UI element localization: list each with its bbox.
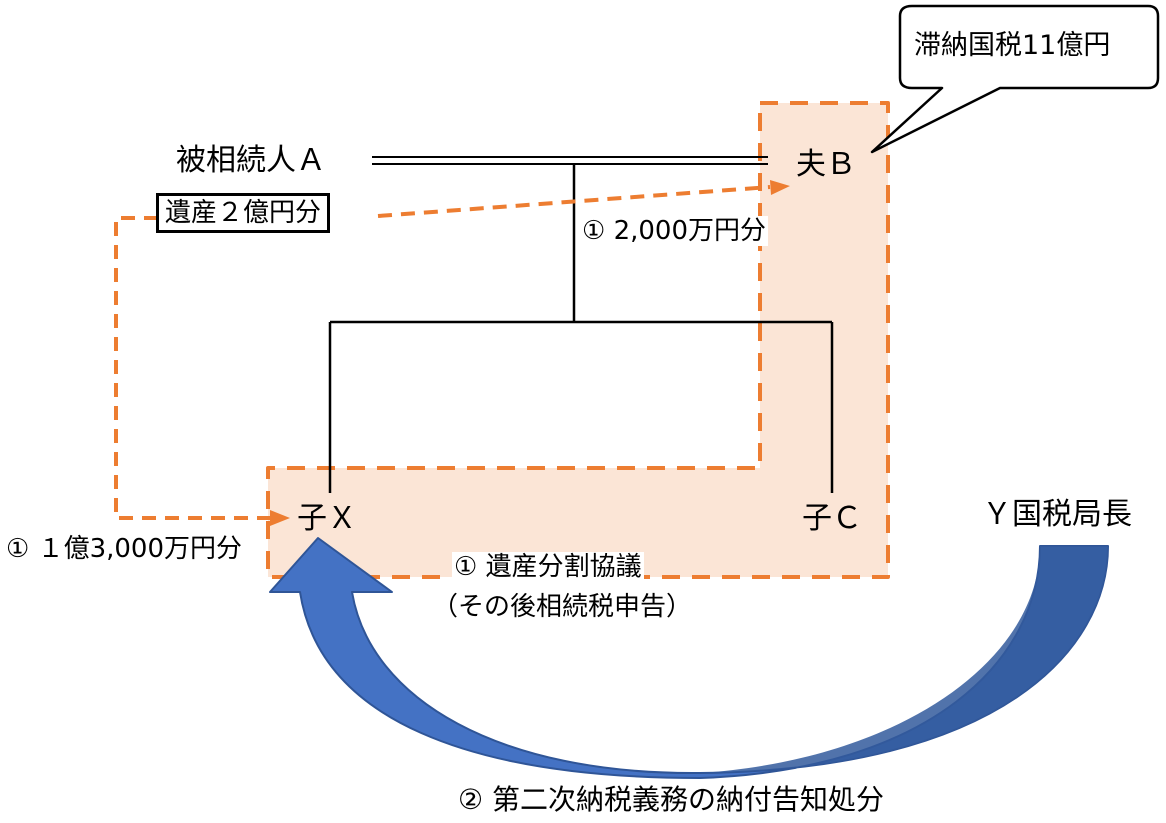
share-x-label: ① １億3,000万円分 [4, 534, 245, 564]
highlight-region [266, 101, 890, 579]
estate-division-label: ① 遺産分割協議 [452, 552, 644, 582]
estate-amount-box: 遺産２億円分 [156, 193, 331, 233]
secondary-tax-liability-notice-label: ② 第二次納税義務の納付告知処分 [458, 783, 885, 816]
child-c-label: 子Ｃ [802, 501, 862, 536]
child-x-label: 子Ｘ [297, 501, 357, 536]
delinquent-tax-callout-text: 滞納国税11億円 [914, 30, 1111, 61]
tax-return-note: （その後相続税申告） [432, 592, 693, 622]
tax-director-y-label: Ｙ国税局長 [982, 497, 1132, 532]
share-b-label: ① 2,000万円分 [580, 216, 769, 246]
decedent-a-label: 被相続人Ａ [176, 143, 326, 178]
estate-to-x-arrow [114, 216, 272, 520]
husband-b-label: 夫Ｂ [796, 147, 856, 182]
family-tree-lines [328, 164, 834, 493]
marriage-line [372, 156, 768, 165]
callout-bubble [870, 4, 1160, 154]
estate-to-x-arrowhead [270, 510, 290, 526]
estate-to-b-arrow [377, 185, 771, 218]
estate-to-b-arrowhead [770, 180, 790, 195]
notice-arrow-tail-shade [700, 546, 1108, 773]
